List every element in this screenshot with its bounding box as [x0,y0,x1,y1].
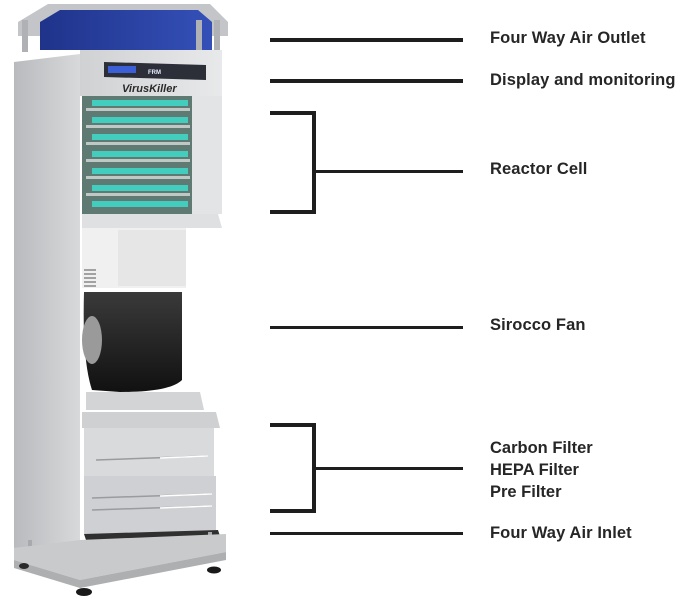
viruskiller-unit-illustration: FRM VirusKiller [14,4,228,596]
filter-bracket-top [270,423,316,427]
sirocco-fan-part [82,228,186,392]
reactor-cell-part [82,96,222,214]
label-reactor-cell: Reactor Cell [490,160,588,178]
reactor-bracket-top [270,111,316,115]
label-four-way-air-inlet: Four Way Air Inlet [490,524,632,542]
svg-text:VirusKiller: VirusKiller [122,83,177,95]
label-sirocco-fan: Sirocco Fan [490,316,586,334]
filter-leader-line [314,467,463,470]
reactor-bracket-bottom [270,210,316,214]
filter-bracket-bottom [270,509,316,513]
label-pre-filter: Pre Filter [490,483,562,501]
display-panel: FRM VirusKiller [104,62,206,95]
label-four-way-air-outlet: Four Way Air Outlet [490,29,646,47]
four-way-air-inlet-part [14,532,226,596]
four-way-air-outlet-part [18,4,228,52]
label-display-and-monitoring: Display and monitoring [490,71,676,89]
svg-text:FRM: FRM [148,70,161,76]
outlet-leader-line [270,38,463,42]
label-carbon-filter: Carbon Filter [490,439,593,457]
label-hepa-filter: HEPA Filter [490,461,579,479]
display-leader-line [270,79,463,83]
label-filter-stack: Carbon Filter HEPA Filter Pre Filter [490,437,593,503]
reactor-leader-line [314,170,463,173]
reactor-bracket-vertical [312,111,316,214]
filter-stack-part [82,412,220,540]
fan-leader-line [270,326,463,329]
inlet-leader-line [270,532,463,535]
